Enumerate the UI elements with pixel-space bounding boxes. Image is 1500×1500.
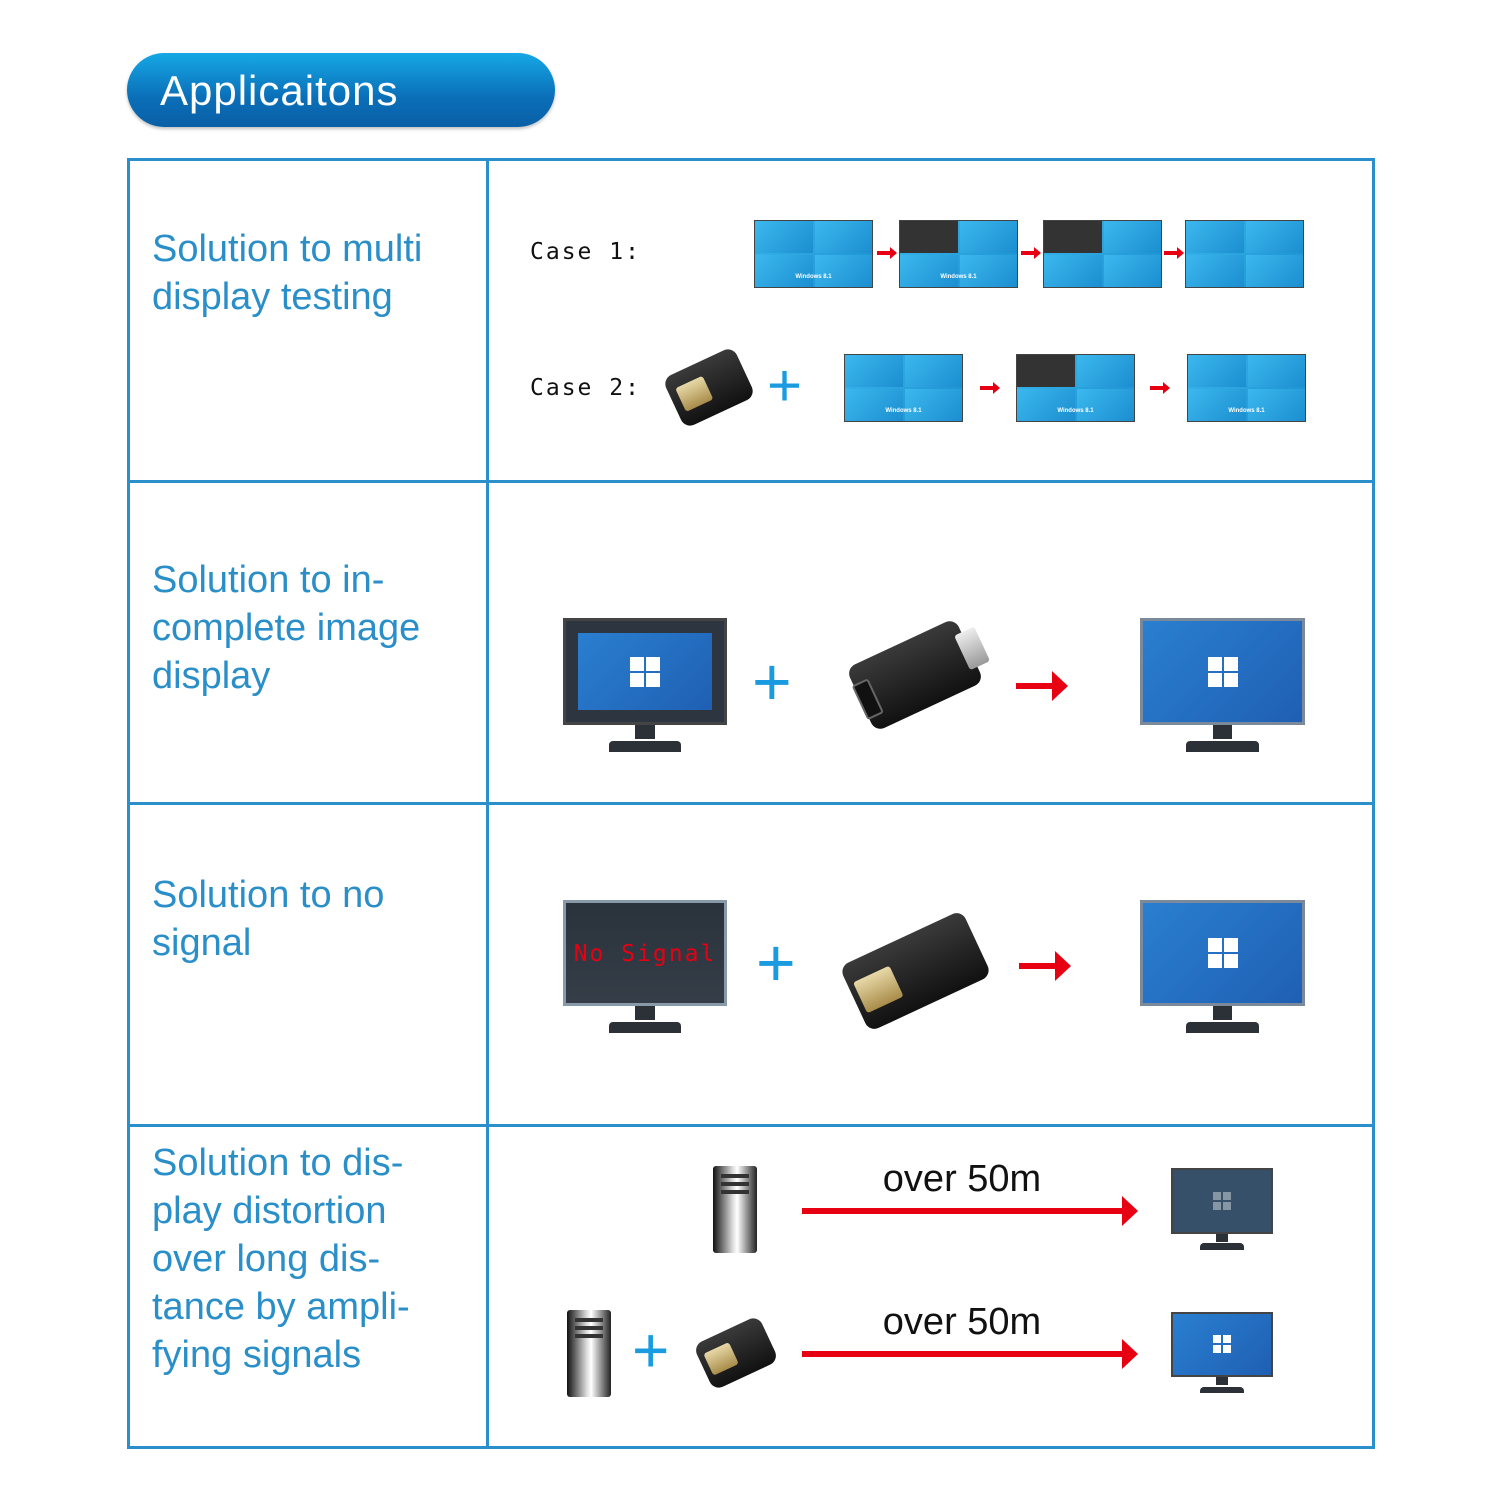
computer-tower-icon bbox=[567, 1310, 611, 1397]
screen-text: Windows 8.1 bbox=[1057, 408, 1094, 414]
wall-panel bbox=[900, 255, 958, 287]
video-wall-partial: Windows 8.1 bbox=[1016, 354, 1135, 422]
screen-text: Windows 8.1 bbox=[940, 274, 977, 280]
arrow-icon bbox=[1019, 951, 1071, 981]
section-header-pill: Applicaitons bbox=[127, 53, 555, 127]
arrow-icon bbox=[980, 382, 1000, 394]
windows-logo-icon bbox=[1207, 938, 1238, 969]
wall-panel bbox=[1188, 389, 1246, 421]
long-arrow-icon bbox=[802, 1196, 1138, 1226]
screen-text: Windows 8.1 bbox=[795, 274, 832, 280]
wall-panel bbox=[1103, 221, 1161, 253]
wall-panel bbox=[959, 255, 1017, 287]
plus-icon: + bbox=[756, 925, 796, 1001]
computer-tower-icon bbox=[713, 1166, 757, 1253]
wall-panel bbox=[755, 221, 813, 253]
plus-icon: + bbox=[752, 644, 792, 720]
case-2-label: Case 2: bbox=[530, 375, 641, 401]
row-divider bbox=[130, 1124, 1372, 1127]
monitor-clear bbox=[1171, 1312, 1273, 1393]
no-signal-text: No Signal bbox=[573, 941, 717, 968]
wall-panel bbox=[1186, 255, 1244, 287]
monitor-distorted bbox=[1171, 1168, 1273, 1250]
wall-panel bbox=[755, 255, 813, 287]
row-label-no-signal: Solution to no signal bbox=[152, 874, 385, 964]
monitor-incomplete bbox=[563, 618, 727, 752]
monitor-no-signal: No Signal bbox=[563, 900, 727, 1033]
monitor-full-image bbox=[1140, 900, 1305, 1033]
arrow-icon bbox=[1021, 247, 1041, 259]
wall-panel bbox=[1017, 389, 1075, 421]
arrow-icon bbox=[877, 247, 897, 259]
wall-panel bbox=[1247, 389, 1305, 421]
wall-panel bbox=[1247, 355, 1305, 387]
monitor-full-image bbox=[1140, 618, 1305, 752]
wall-panel bbox=[1188, 355, 1246, 387]
distance-label: over 50m bbox=[882, 1301, 1042, 1343]
windows-logo-icon bbox=[1213, 1335, 1231, 1354]
case-1-label: Case 1: bbox=[530, 239, 641, 265]
arrow-icon bbox=[1150, 382, 1170, 394]
plus-icon: + bbox=[767, 352, 803, 419]
wall-panel bbox=[814, 255, 872, 287]
applications-table bbox=[127, 158, 1375, 1449]
wall-panel bbox=[1044, 221, 1102, 253]
video-wall-three bbox=[1043, 220, 1162, 288]
row-label-incomplete-image: Solution to in-complete image display bbox=[152, 559, 421, 697]
wall-panel bbox=[1245, 221, 1303, 253]
row-label-long-distance: Solution to dis-play distortion over lon… bbox=[152, 1142, 410, 1376]
video-wall-partial: Windows 8.1 bbox=[899, 220, 1018, 288]
screen-text: Windows 8.1 bbox=[1228, 408, 1265, 414]
plus-icon: + bbox=[632, 1314, 670, 1386]
video-wall-full: Windows 8.1 bbox=[844, 354, 963, 422]
wall-panel bbox=[1076, 389, 1134, 421]
long-arrow-icon bbox=[802, 1339, 1138, 1369]
wall-panel bbox=[1103, 255, 1161, 287]
video-wall-full: Windows 8.1 bbox=[1187, 354, 1306, 422]
row-divider bbox=[130, 802, 1372, 805]
wall-panel bbox=[845, 355, 903, 387]
section-title: Applicaitons bbox=[160, 67, 399, 114]
wall-panel bbox=[1044, 255, 1102, 287]
wall-panel bbox=[1245, 255, 1303, 287]
windows-logo-icon bbox=[630, 656, 660, 687]
arrow-icon bbox=[1164, 247, 1184, 259]
screen-text: Windows 8.1 bbox=[885, 408, 922, 414]
wall-panel bbox=[904, 389, 962, 421]
video-wall-full: Windows 8.1 bbox=[754, 220, 873, 288]
wall-panel bbox=[814, 221, 872, 253]
wall-panel bbox=[900, 221, 958, 253]
wall-panel bbox=[1076, 355, 1134, 387]
wall-panel bbox=[904, 355, 962, 387]
wall-panel bbox=[1186, 221, 1244, 253]
row-divider bbox=[130, 480, 1372, 483]
wall-panel bbox=[959, 221, 1017, 253]
distance-label: over 50m bbox=[882, 1158, 1042, 1200]
wall-panel bbox=[845, 389, 903, 421]
windows-logo-icon bbox=[1207, 656, 1238, 687]
arrow-icon bbox=[1016, 671, 1068, 701]
wall-panel bbox=[1017, 355, 1075, 387]
windows-logo-icon bbox=[1213, 1191, 1231, 1210]
row-label-multi-display: Solution to multi display testing bbox=[152, 228, 423, 318]
video-wall-four bbox=[1185, 220, 1304, 288]
